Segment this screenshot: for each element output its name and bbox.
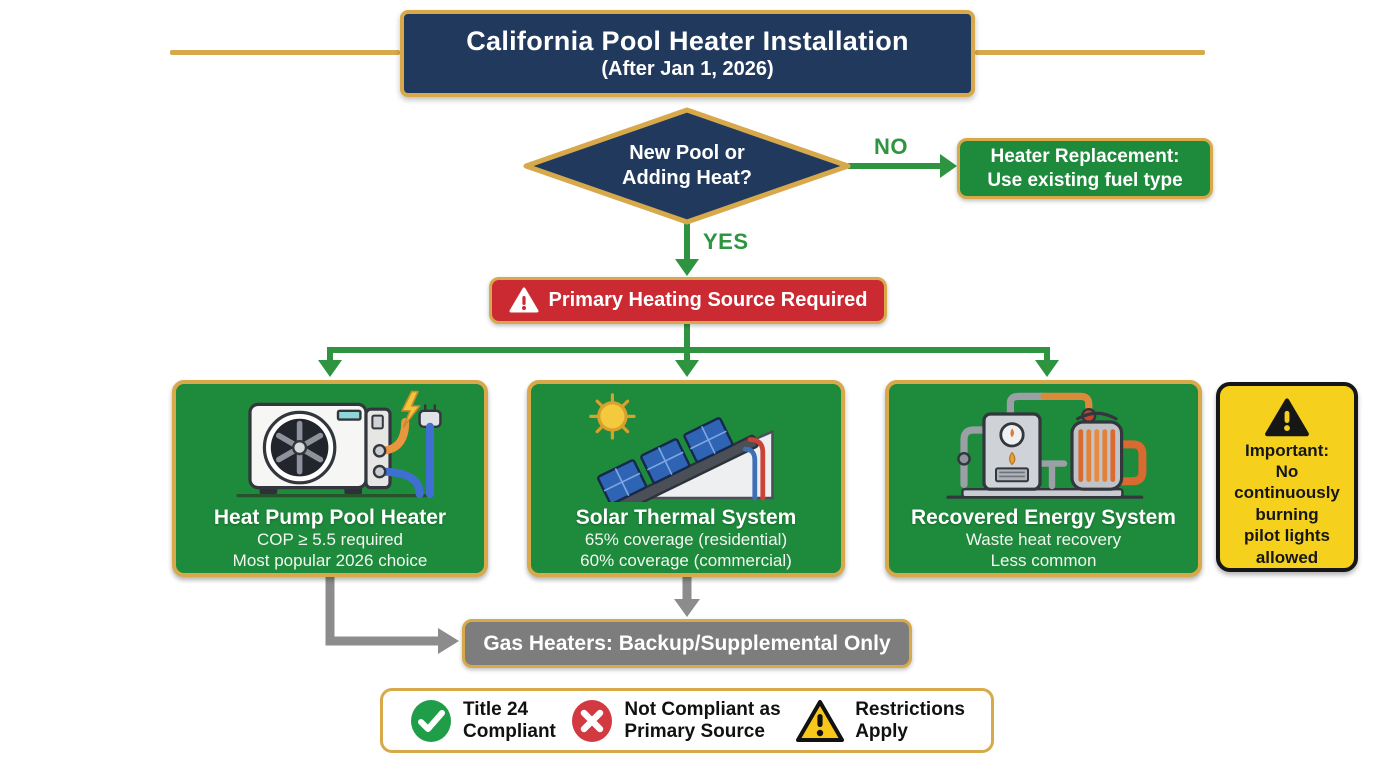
- decision-text: New Pool or Adding Heat?: [557, 134, 817, 198]
- branch-arrow-3: [1035, 360, 1059, 377]
- option-title: Recovered Energy System: [911, 506, 1176, 529]
- replacement-line2: Use existing fuel type: [987, 169, 1183, 191]
- legend-label-line1: Not Compliant as: [624, 699, 781, 721]
- check-circle-icon: [411, 699, 451, 742]
- option-recovered-energy: Recovered Energy System Waste heat recov…: [885, 380, 1202, 577]
- primary-source-required-box: Primary Heating Source Required: [489, 277, 887, 324]
- gold-rule-left: [170, 50, 400, 55]
- legend-label-line1: Title 24: [463, 699, 529, 721]
- recovered-energy-illustration: [924, 388, 1164, 504]
- no-label: NO: [874, 134, 908, 159]
- legend-label-line2: Primary Source: [624, 720, 765, 742]
- option-solar-thermal: Solar Thermal System 65% coverage (resid…: [527, 380, 845, 577]
- decision-line2: Adding Heat?: [622, 167, 752, 189]
- primary-source-required-label: Primary Heating Source Required: [548, 289, 868, 311]
- option-heat-pump: Heat Pump Pool Heater COP ≥ 5.5 required…: [172, 380, 488, 577]
- important-note-text: Important: No continuously burning pilot…: [1234, 440, 1340, 568]
- option-detail-1: 65% coverage (residential): [584, 530, 788, 550]
- gas-elbow-arrow-line: [325, 577, 438, 646]
- legend-item-compliant: Title 24 Compliant: [409, 699, 556, 743]
- important-line-4: burning: [1255, 504, 1319, 524]
- page-title: California Pool Heater Installation: [466, 25, 909, 56]
- gas-down-arrow-head: [674, 599, 700, 617]
- option-title: Heat Pump Pool Heater: [213, 506, 447, 529]
- warning-triangle-icon: [796, 699, 845, 742]
- option-detail-1: Waste heat recovery: [965, 530, 1122, 550]
- legend: Title 24 Compliant Not Compliant as Prim…: [380, 688, 994, 753]
- option-title: Solar Thermal System: [575, 506, 797, 529]
- warning-triangle-icon: [1265, 398, 1309, 437]
- legend-item-restrictions: Restrictions Apply: [795, 698, 965, 744]
- gas-heaters-label: Gas Heaters: Backup/Supplemental Only: [483, 631, 891, 655]
- important-line-1: Important:: [1244, 440, 1330, 460]
- legend-label-line1: Restrictions: [855, 699, 965, 721]
- no-arrow-head: [940, 154, 957, 178]
- decision-line1: New Pool or: [629, 142, 745, 164]
- yes-arrow-head: [675, 259, 699, 276]
- legend-label: Title 24 Compliant: [463, 699, 556, 742]
- option-detail-2: Less common: [990, 550, 1097, 570]
- gold-rule-right: [975, 50, 1205, 55]
- important-note-box: Important: No continuously burning pilot…: [1216, 382, 1358, 572]
- legend-item-not-compliant: Not Compliant as Primary Source: [570, 699, 781, 743]
- page-subtitle: (After Jan 1, 2026): [601, 58, 774, 81]
- legend-label: Restrictions Apply: [855, 699, 965, 742]
- replacement-line1: Heater Replacement:: [990, 145, 1180, 167]
- solar-thermal-illustration: [561, 388, 811, 504]
- legend-label: Not Compliant as Primary Source: [624, 699, 780, 742]
- important-line-3: continuously: [1234, 483, 1340, 503]
- option-detail-1: COP ≥ 5.5 required: [256, 530, 404, 550]
- important-line-5: pilot lights: [1244, 526, 1330, 546]
- heat-pump-illustration: [210, 388, 450, 504]
- decision-diamond: [523, 107, 851, 225]
- important-line-6: allowed: [1255, 547, 1319, 567]
- title-box: California Pool Heater Installation (Aft…: [400, 10, 975, 97]
- heater-replacement-box: Heater Replacement: Use existing fuel ty…: [957, 138, 1213, 199]
- important-line-2: No: [1275, 461, 1299, 481]
- option-detail-2: Most popular 2026 choice: [232, 550, 428, 570]
- gas-elbow-arrow-head: [438, 628, 459, 654]
- branch-arrow-2: [675, 360, 699, 377]
- warning-triangle-icon: [509, 287, 538, 313]
- legend-label-line2: Apply: [855, 720, 908, 742]
- branch-arrow-1: [318, 360, 342, 377]
- legend-label-line2: Compliant: [463, 720, 556, 742]
- x-circle-icon: [572, 699, 613, 742]
- gas-heaters-box: Gas Heaters: Backup/Supplemental Only: [462, 619, 912, 668]
- option-detail-2: 60% coverage (commercial): [580, 550, 792, 570]
- yes-label: YES: [703, 229, 749, 254]
